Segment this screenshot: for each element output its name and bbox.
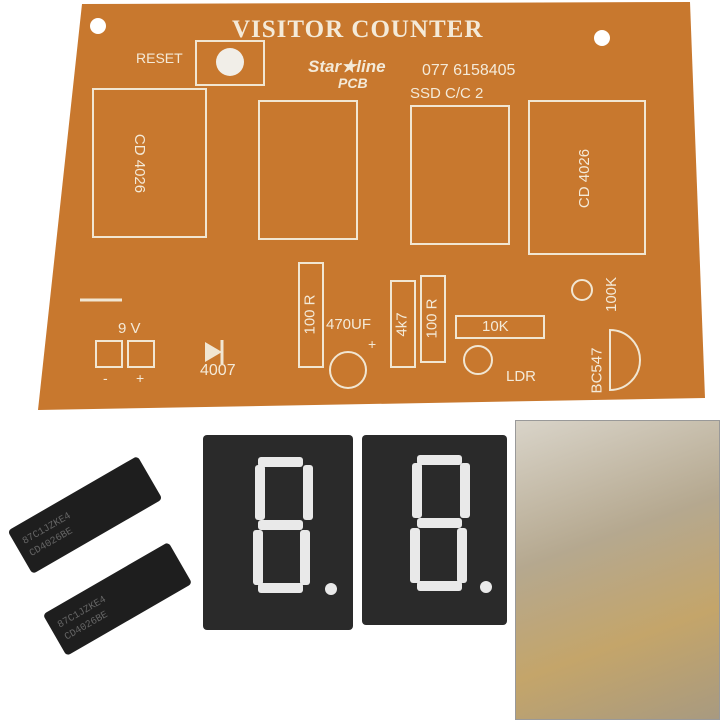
display-footprint-left xyxy=(258,100,358,240)
seven-segment-display-2 xyxy=(362,435,507,625)
ic-right-label: CD 4026 xyxy=(576,148,594,209)
seven-segment-display-1 xyxy=(203,435,353,630)
minus-label: - xyxy=(103,370,108,386)
ic-footprint-left xyxy=(92,88,207,238)
reset-label: RESET xyxy=(136,50,183,66)
ic-footprint-right xyxy=(528,100,646,255)
resistor-3-label: 100 R xyxy=(423,298,441,339)
brand-logo: Star★line xyxy=(308,57,386,76)
resistor-3-outline xyxy=(420,275,446,363)
battery-pad-plus xyxy=(127,340,155,368)
chip-1-line1: 87C1JZKE4 xyxy=(20,511,74,548)
resistor-4-label: 10K xyxy=(482,318,509,335)
pcb-title: VISITOR COUNTER xyxy=(232,16,484,43)
resistor-1-outline xyxy=(298,262,324,368)
diode-label: 4007 xyxy=(200,362,236,379)
resistor-2-label: 4k7 xyxy=(393,312,411,337)
battery-pad-minus xyxy=(95,340,123,368)
pot-label: 100K xyxy=(603,276,621,313)
ssd-label: SSD C/C 2 xyxy=(410,85,484,102)
phone-number: 077 6158405 xyxy=(422,62,516,79)
capacitor-plus: + xyxy=(368,336,377,352)
ic-chip-2: 87C1JZKE4 CD4026BE xyxy=(42,541,193,657)
resistor-2-outline xyxy=(390,280,416,368)
pcb-board xyxy=(38,2,705,410)
brand-sub: PCB xyxy=(338,75,368,91)
capacitor-label: 470UF xyxy=(326,316,372,333)
display-footprint-right xyxy=(410,105,510,245)
resistor-1-label: 100 R xyxy=(301,294,319,335)
plus-label: + xyxy=(136,370,145,386)
ic-chip-1: 87C1JZKE4 CD4026BE xyxy=(7,455,163,575)
component-bag xyxy=(515,420,720,720)
ic-left-label: CD 4026 xyxy=(131,133,149,194)
ldr-label: LDR xyxy=(506,368,537,385)
resistor-4-outline xyxy=(455,315,545,339)
transistor-label: BC547 xyxy=(588,347,606,394)
reset-button-outline xyxy=(195,40,265,86)
voltage-label: 9 V xyxy=(118,320,141,337)
